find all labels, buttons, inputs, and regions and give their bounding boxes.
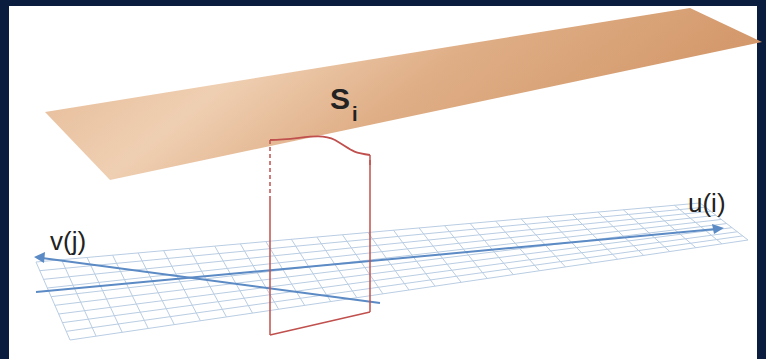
u-axis: [36, 229, 716, 292]
grid-line: [70, 240, 748, 340]
axis-label: u(i): [688, 190, 726, 216]
grid-line: [44, 211, 711, 279]
grid-line: [62, 232, 737, 323]
grid-line: [342, 235, 382, 294]
symbol-subscript: i: [352, 104, 358, 124]
section-edge: [269, 200, 271, 335]
section-edge-hidden: [269, 140, 271, 200]
grid-line: [164, 251, 201, 321]
grid-line: [51, 219, 721, 296]
u-arrowhead: [712, 224, 724, 234]
grid-line: [47, 215, 716, 288]
grid-line: [113, 255, 149, 328]
section-edge: [369, 160, 371, 312]
surface-plane: [45, 8, 762, 180]
grid-line: [36, 262, 70, 340]
grid-line: [62, 260, 97, 336]
axis-label: v(j): [50, 228, 86, 254]
section-edge: [369, 155, 371, 165]
v-axis: [42, 258, 380, 303]
grid-line: [59, 228, 732, 314]
section-curve: [270, 136, 370, 155]
grid-line: [317, 237, 357, 298]
grid-plane: [36, 203, 748, 340]
symbol-letter: S: [330, 84, 350, 114]
grid-line: [138, 253, 174, 325]
v-arrowhead: [34, 252, 45, 263]
grid-line: [215, 246, 253, 313]
section-edge: [270, 312, 370, 335]
grid-line: [66, 236, 742, 331]
